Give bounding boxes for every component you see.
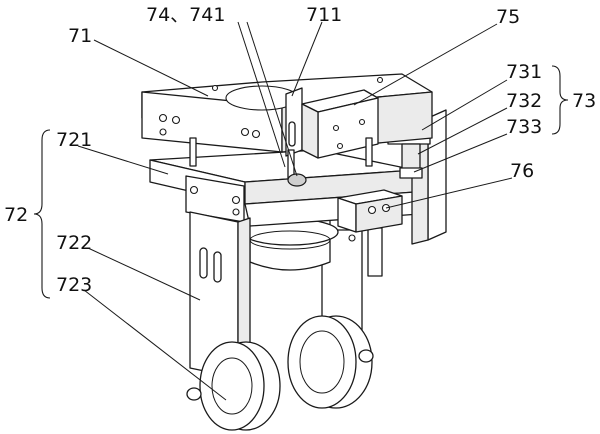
clamp-hole-1: [367, 205, 377, 215]
top-plate-hole-4: [240, 127, 250, 137]
top-plate-hole-2: [171, 115, 181, 125]
front-wheel: [199, 341, 265, 431]
clamp-hole-3: [348, 234, 356, 242]
top-plate-hole-3: [159, 128, 167, 136]
label-72: 72: [4, 204, 28, 226]
leader-711: [291, 21, 323, 97]
rear-wheel-hub: [358, 349, 374, 363]
sensor-screw-2: [358, 118, 366, 126]
leader-721: [77, 145, 169, 175]
label-711: 711: [306, 4, 342, 26]
leader-741: [246, 21, 298, 177]
slider-rail-732: [401, 143, 421, 171]
guide-pin-left: [189, 137, 197, 167]
label-71: 71: [68, 25, 92, 47]
label-723: 723: [56, 274, 92, 296]
front-leg-slot-1: [199, 247, 208, 279]
clamp-block: [337, 189, 403, 242]
label-722: 722: [56, 232, 92, 254]
leader-733: [413, 133, 508, 173]
top-plate-hole-6: [211, 84, 219, 92]
label-73: 73: [572, 90, 596, 112]
leader-723: [83, 289, 227, 401]
sensor-screw-3: [336, 142, 344, 150]
label-76: 76: [510, 160, 534, 182]
label-74-741: 74、741: [146, 4, 225, 26]
sensor-bracket: [285, 87, 379, 159]
top-plate-hole-5: [251, 129, 261, 139]
central-column: [241, 218, 339, 271]
front-wheel-inner: [211, 357, 253, 415]
rear-wheel: [287, 315, 357, 409]
pin-collar-741: [287, 173, 307, 187]
front-leg-assembly: [185, 175, 281, 431]
label-732: 732: [506, 90, 542, 112]
leader-732: [417, 107, 508, 155]
clamp-side: [355, 195, 403, 233]
rear-wheel-inner: [299, 330, 345, 394]
slider-block-733: [399, 167, 423, 179]
guide-pin-right: [365, 137, 373, 167]
leader-75: [353, 23, 498, 106]
leader-71: [93, 39, 209, 97]
brace-72: [33, 129, 51, 299]
sensor-screw-1: [332, 124, 340, 132]
guide-pins: [189, 137, 373, 187]
label-731: 731: [506, 61, 542, 83]
top-plate-hole-1: [158, 113, 168, 123]
leader-731: [421, 79, 508, 131]
brace-73: [551, 65, 569, 135]
label-721: 721: [56, 129, 92, 151]
bracket-slot: [288, 121, 296, 147]
label-75: 75: [496, 6, 520, 28]
leader-74: [237, 21, 286, 168]
part-labels: 71 74、741 711 75 731 732 733 73 721 76 7…: [4, 4, 596, 296]
clamp-front: [337, 197, 357, 233]
front-bracket-hole-2: [231, 195, 241, 205]
front-bracket-hole-1: [189, 185, 199, 195]
top-plate-hole-7: [376, 76, 384, 84]
front-leg-slot-2: [213, 251, 222, 283]
front-wheel-axle: [186, 387, 202, 401]
leader-lines: [77, 21, 513, 401]
leader-76: [385, 177, 513, 209]
leader-722: [87, 247, 201, 301]
rear-wheel-assembly: [287, 227, 383, 409]
front-bracket-hole-3: [232, 208, 240, 216]
sensor-side: [301, 103, 319, 159]
label-733: 733: [506, 116, 542, 138]
rear-leg-side-bar: [367, 227, 383, 277]
